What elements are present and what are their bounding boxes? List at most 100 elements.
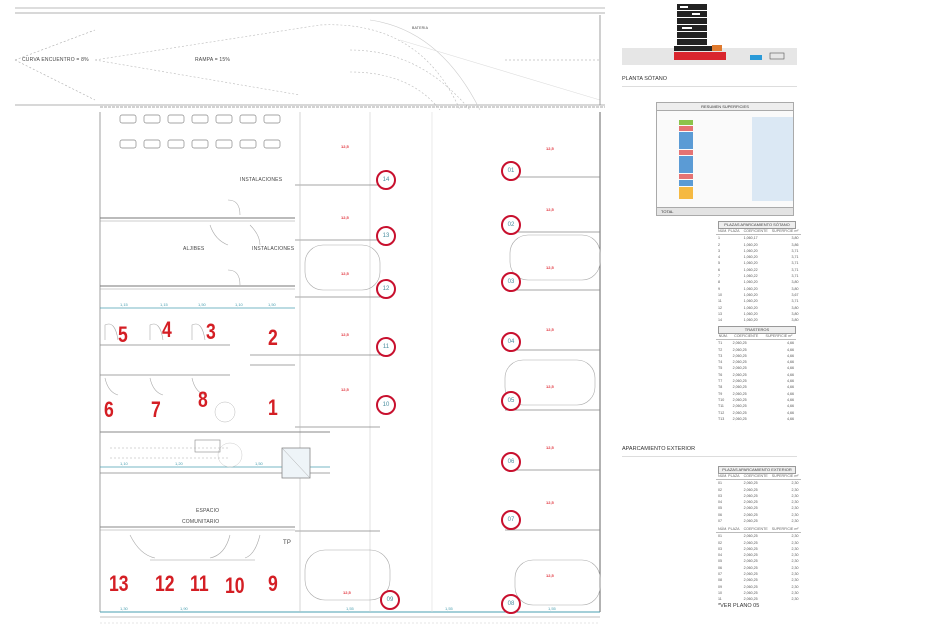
svg-text:1,20: 1,20 — [175, 461, 184, 466]
table-cell: 4,66 — [787, 391, 794, 396]
ramp-label-curve: CURVA ENCUENTRO = 8% — [22, 57, 89, 63]
parking-spot-14[interactable]: 14 — [376, 170, 396, 190]
table-cell: 2,060,25 — [743, 512, 758, 517]
parking-spot-03[interactable]: 03 — [501, 272, 521, 292]
room-label-instalaciones-2: INSTALACIONES — [252, 246, 295, 252]
storage-unit-5: 5 — [118, 322, 128, 347]
table-cell: 2,060,25 — [743, 584, 758, 589]
table-cell: 2,060,25 — [732, 410, 747, 415]
table-cell: 3,80 — [791, 305, 799, 310]
parking-spot-07[interactable]: 07 — [501, 510, 521, 530]
table-cell: 2,060,25 — [743, 546, 758, 551]
table-cell: T5 — [718, 366, 723, 371]
table-cell: 09 — [718, 584, 722, 589]
table-cell: 2,30 — [791, 512, 799, 517]
storage-unit-8: 8 — [198, 387, 208, 412]
storage-unit-3: 3 — [206, 319, 216, 344]
storage-unit-12: 12 — [155, 571, 175, 596]
table-cell: 4 — [718, 255, 720, 260]
svg-text:1,55: 1,55 — [346, 606, 355, 611]
table-cell: 02 — [718, 540, 722, 545]
table-cell: 2,30 — [791, 597, 799, 602]
table-cell: 2,30 — [791, 500, 799, 505]
parking-spot-10[interactable]: 10 — [376, 395, 396, 415]
table-cell: 04 — [718, 553, 722, 558]
table-cell: 3,71 — [791, 267, 799, 272]
table-cell: 2,060,25 — [743, 590, 758, 595]
table-cell: 10 — [718, 590, 722, 595]
table-cell: T2 — [718, 347, 723, 352]
svg-text:1,10: 1,10 — [235, 302, 244, 307]
table-cell: 2,060,25 — [732, 397, 747, 402]
table-cell: 2,060,25 — [732, 347, 747, 352]
legend-panel: PLANTA SÓTANO RESUMEN SUPERFICIES TOTAL … — [612, 0, 945, 630]
spot-area-label: 12,5 — [546, 500, 554, 505]
spot-area-label: 12,5 — [546, 327, 554, 332]
table-cell: 1,060,20 — [743, 242, 758, 247]
summary-cell — [679, 180, 693, 186]
parking-spot-09[interactable]: 09 — [380, 590, 400, 610]
table-cell: T4 — [718, 360, 723, 365]
table-cell: 1,060,20 — [743, 305, 758, 310]
parking-spot-11[interactable]: 11 — [376, 337, 396, 357]
parking-spot-08[interactable]: 08 — [501, 594, 521, 614]
table-cell: 07 — [718, 519, 722, 524]
table-cell: 3,80 — [791, 311, 799, 316]
parking-spot-05[interactable]: 05 — [501, 391, 521, 411]
table-cell: T12 — [718, 410, 725, 415]
table-cell: 07 — [718, 572, 722, 577]
table-cell: 4,66 — [787, 360, 794, 365]
parking-spot-12[interactable]: 12 — [376, 279, 396, 299]
table-cell: 3,71 — [791, 299, 799, 304]
table-cell: 1,060,20 — [743, 255, 758, 260]
table-cell: 2,060,25 — [743, 534, 758, 539]
spot-area-label: 12,5 — [546, 573, 554, 578]
parking-spot-01[interactable]: 01 — [501, 161, 521, 181]
parking-spot-04[interactable]: 04 — [501, 332, 521, 352]
table-cell: 2,060,25 — [732, 416, 747, 421]
table-cell: 02 — [718, 487, 722, 492]
table-cell: 2,060,25 — [732, 372, 747, 377]
table-cell: 2,060,25 — [732, 404, 747, 409]
spot-area-label: 12,5 — [546, 384, 554, 389]
table-cell: 4,66 — [787, 416, 794, 421]
svg-text:1,15: 1,15 — [160, 302, 169, 307]
table-cell: 2,30 — [791, 481, 799, 486]
parking-spot-06[interactable]: 06 — [501, 452, 521, 472]
table-cell: 2,30 — [791, 487, 799, 492]
ramp-label-slope: RAMPA = 15% — [195, 57, 231, 63]
summary-total: TOTAL — [657, 207, 793, 215]
parking-spot-13[interactable]: 13 — [376, 226, 396, 246]
table-cell: 1,060,22 — [743, 274, 758, 279]
table-cell: 4,66 — [787, 404, 794, 409]
parking-spot-02[interactable]: 02 — [501, 215, 521, 235]
col-header: COEFICIENTE — [741, 526, 770, 534]
svg-text:1,55: 1,55 — [445, 606, 454, 611]
col-header: NÚM. — [716, 333, 731, 341]
table-cell: 2,30 — [791, 572, 799, 577]
summary-cell — [679, 150, 693, 155]
summary-table: RESUMEN SUPERFICIES TOTAL — [656, 102, 794, 216]
summary-cell — [679, 126, 693, 131]
table-cell: 3,80 — [791, 236, 799, 241]
table-cell: T1 — [718, 341, 723, 346]
room-label-instalaciones: INSTALACIONES — [240, 177, 283, 183]
table-cell: 06 — [718, 565, 722, 570]
table-cell: 4,66 — [787, 372, 794, 377]
col-header: SUPERFICIE m² — [761, 333, 796, 341]
